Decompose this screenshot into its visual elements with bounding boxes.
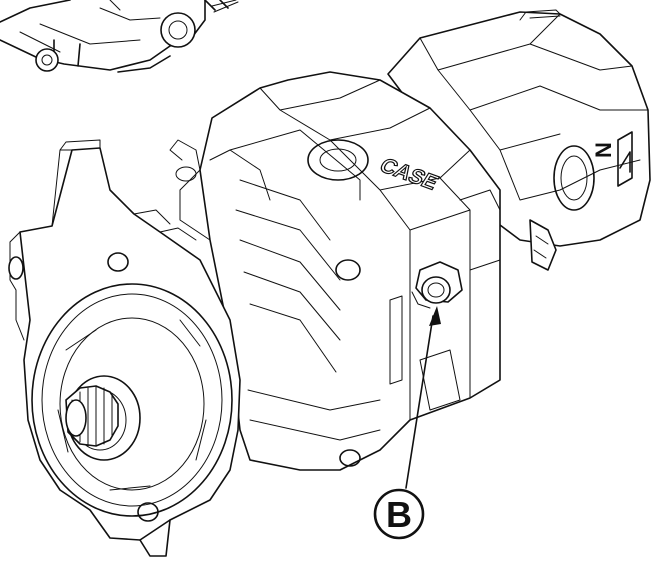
callout-b-circle <box>373 488 425 540</box>
callout-b-label: B <box>386 494 412 535</box>
callout-b: B <box>373 306 441 540</box>
cover-marking: N <box>591 142 616 158</box>
mounting-flange <box>8 139 271 557</box>
plug-fitting <box>411 261 463 309</box>
callout-b-leader <box>405 315 434 489</box>
machine-thumbnail <box>0 0 239 73</box>
callout-b-arrowhead <box>429 306 441 326</box>
rear-pump-section: N <box>387 9 651 271</box>
